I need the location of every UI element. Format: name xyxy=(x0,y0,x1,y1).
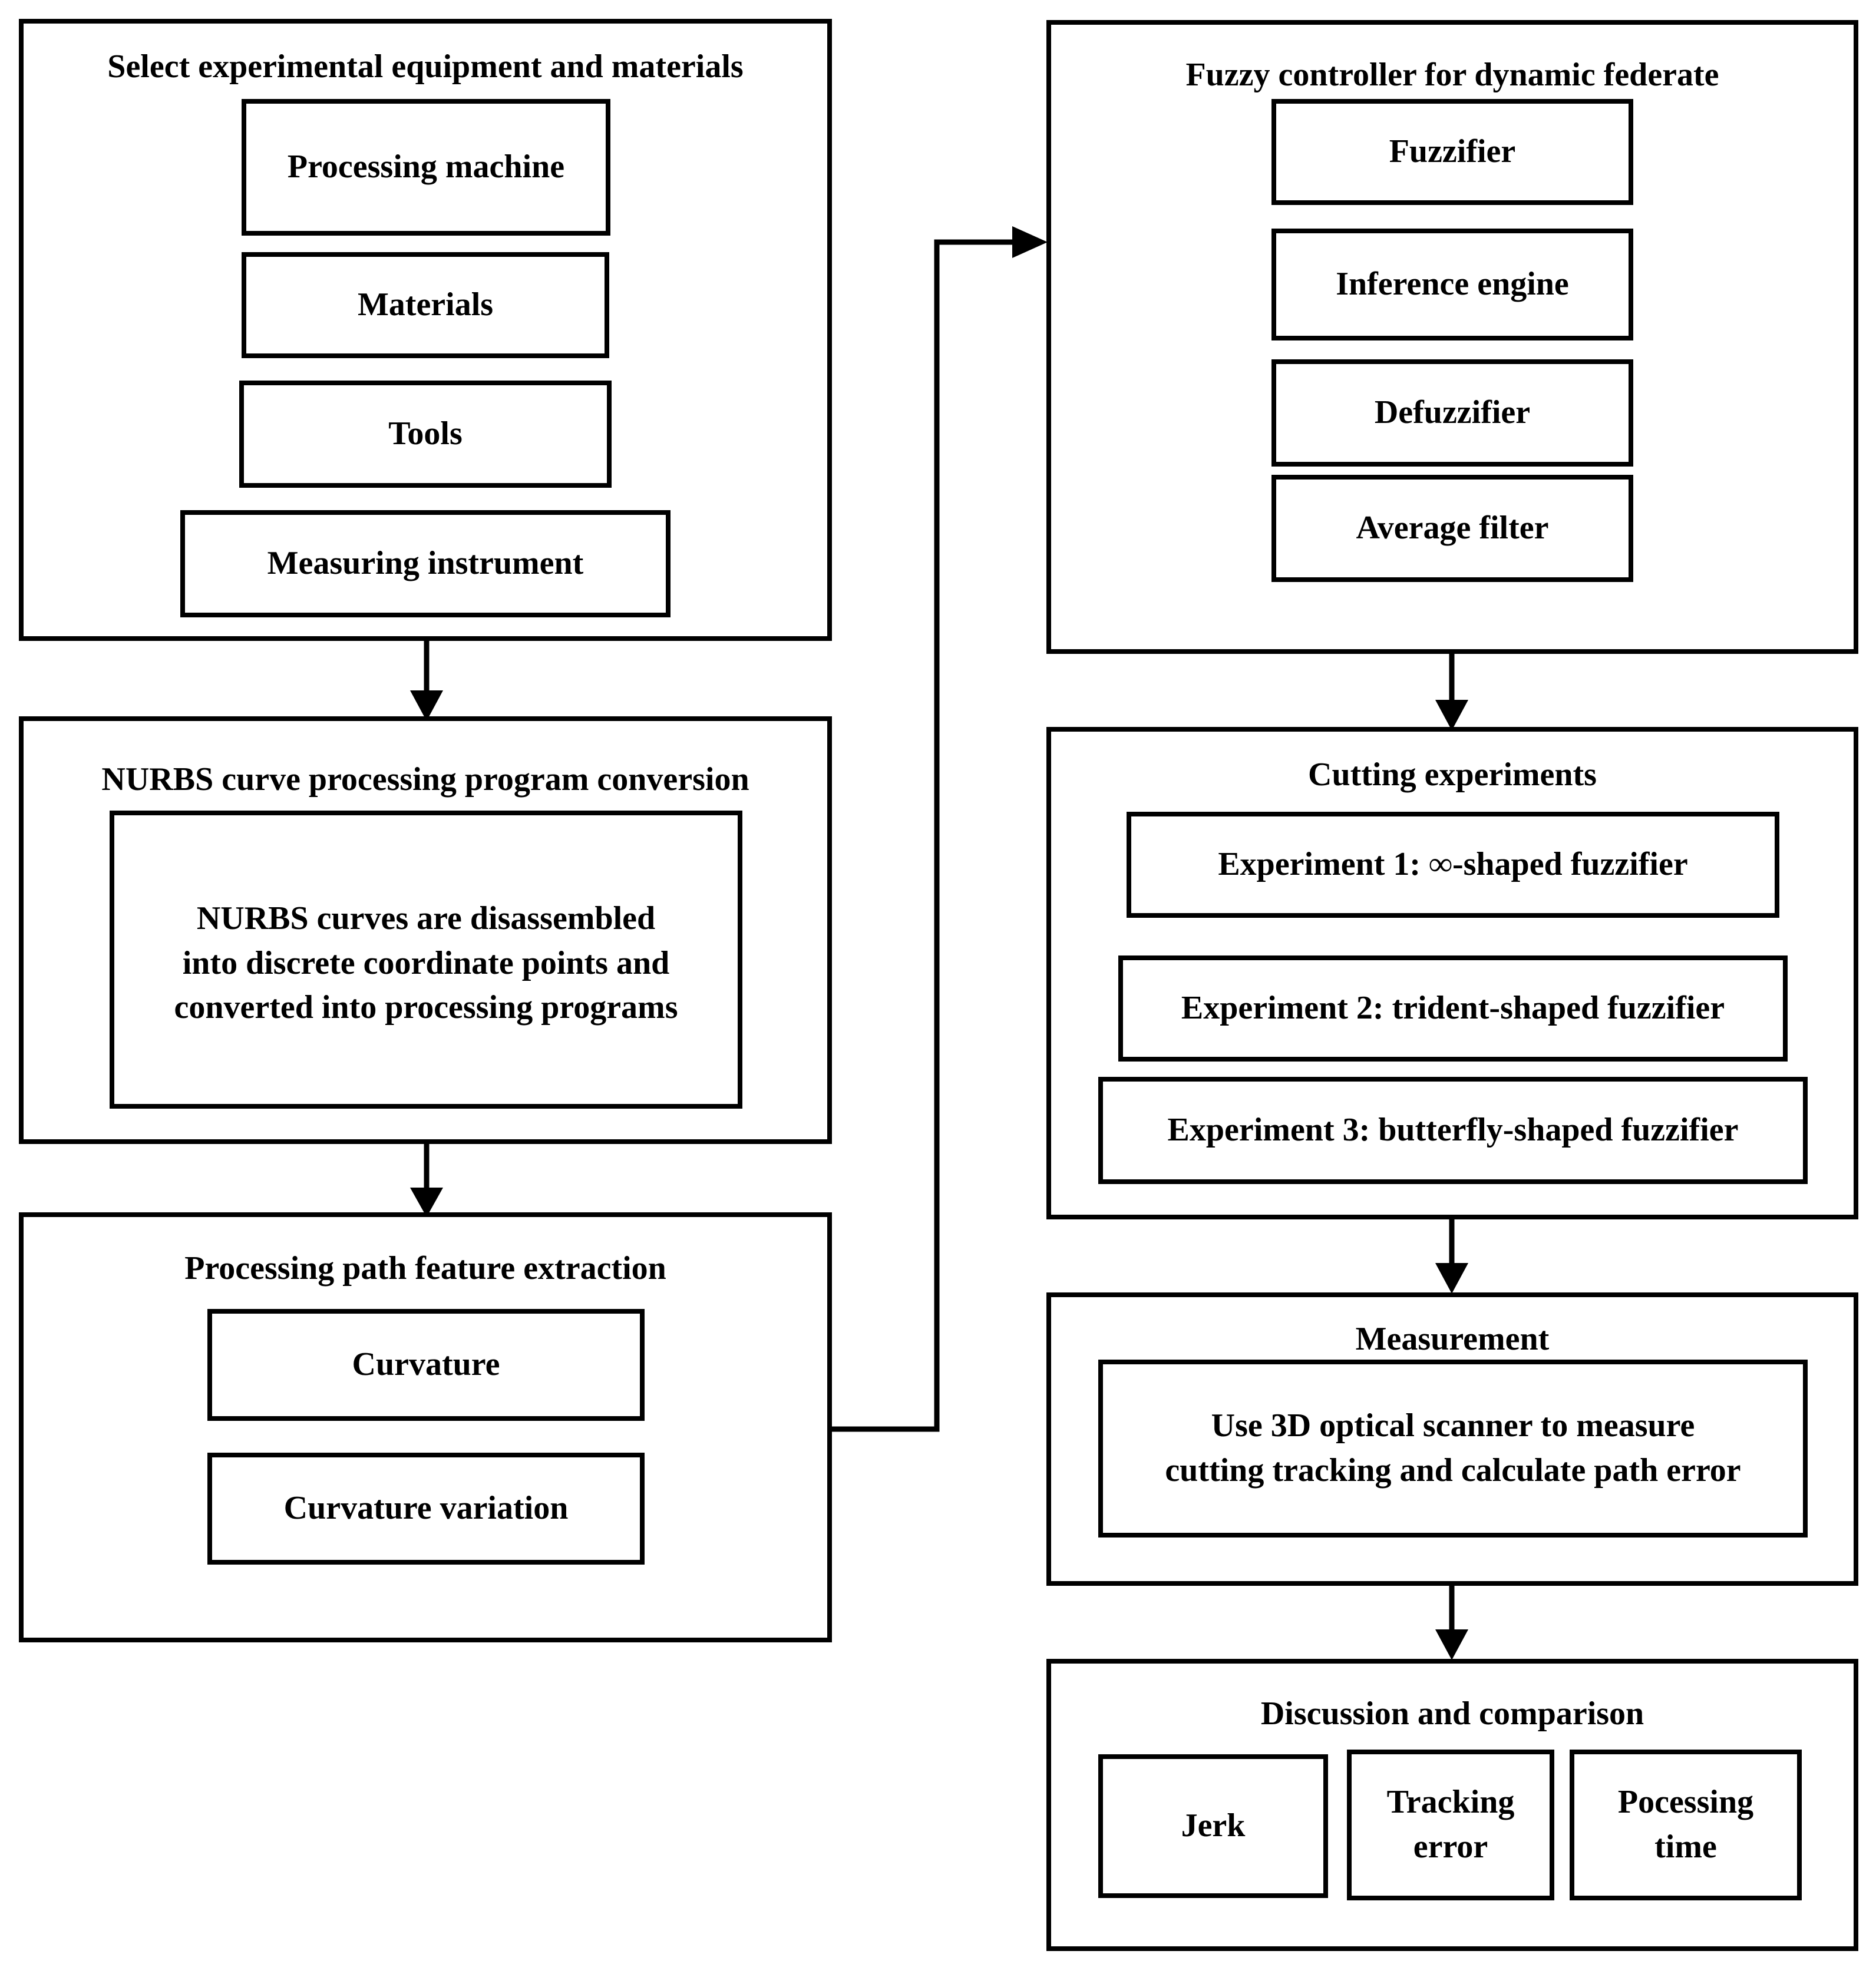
arrowhead-nurbs-to-features xyxy=(410,1188,443,1217)
nurbs-description-line-1: NURBS curves are disassembled xyxy=(196,900,656,937)
measurement-section-title: Measurement xyxy=(1355,1321,1550,1357)
discussion-section-title: Discussion and comparison xyxy=(1260,1695,1644,1732)
measuring-instrument-box: Measuring instrument xyxy=(180,510,671,617)
features-section: Processing path feature extraction xyxy=(19,1212,832,1642)
arrowhead-cutting-to-measurement xyxy=(1435,1263,1468,1294)
experiment-2-box: Experiment 2: trident-shaped fuzzifier xyxy=(1118,955,1788,1062)
features-section-title: Processing path feature extraction xyxy=(184,1250,666,1287)
tracking-error-box: Tracking error xyxy=(1347,1750,1554,1900)
arrowhead-measurement-to-discussion xyxy=(1435,1629,1468,1660)
arrow-features-to-fuzzy xyxy=(830,239,1016,1432)
arrowhead-fuzzy-to-cutting xyxy=(1435,700,1468,730)
defuzzifier-box: Defuzzifier xyxy=(1271,359,1633,467)
jerk-label: Jerk xyxy=(1181,1807,1246,1844)
measurement-description-box: Use 3D optical scanner to measure cuttin… xyxy=(1098,1360,1808,1538)
arrowhead-features-to-fuzzy xyxy=(1012,226,1048,258)
measurement-description-line-1: Use 3D optical scanner to measure xyxy=(1211,1407,1695,1444)
nurbs-description-box: NURBS curves are disassembled into discr… xyxy=(110,811,742,1109)
processing-machine-box: Processing machine xyxy=(242,99,610,236)
tracking-error-line-2: error xyxy=(1413,1829,1488,1865)
cutting-experiments-section-title: Cutting experiments xyxy=(1308,756,1597,793)
processing-time-line-2: time xyxy=(1654,1829,1717,1865)
fuzzy-controller-section-title: Fuzzy controller for dynamic federate xyxy=(1185,57,1719,93)
inference-engine-box: Inference engine xyxy=(1271,229,1633,340)
arrowhead-equipment-to-nurbs xyxy=(410,690,443,721)
nurbs-description-line-2: into discrete coordinate points and xyxy=(182,944,670,981)
tools-box: Tools xyxy=(239,381,612,488)
processing-time-box: Pocessing time xyxy=(1570,1750,1802,1900)
experiment-1-box: Experiment 1: ∞-shaped fuzzifier xyxy=(1127,812,1779,918)
jerk-box: Jerk xyxy=(1098,1754,1328,1898)
materials-box: Materials xyxy=(242,252,609,358)
fuzzifier-box: Fuzzifier xyxy=(1271,99,1633,205)
equipment-section-title: Select experimental equipment and materi… xyxy=(107,48,744,85)
experiment-3-box: Experiment 3: butterfly-shaped fuzzifier xyxy=(1098,1077,1808,1184)
average-filter-box: Average filter xyxy=(1271,475,1633,582)
processing-time-line-1: Pocessing xyxy=(1617,1784,1754,1821)
nurbs-section-title: NURBS curve processing program conversio… xyxy=(101,761,749,798)
curvature-variation-box: Curvature variation xyxy=(207,1453,645,1565)
curvature-box: Curvature xyxy=(207,1309,645,1421)
tracking-error-line-1: Tracking xyxy=(1386,1784,1515,1821)
nurbs-description-line-3: converted into processing programs xyxy=(174,989,678,1026)
measurement-description-line-2: cutting tracking and calculate path erro… xyxy=(1165,1452,1741,1489)
